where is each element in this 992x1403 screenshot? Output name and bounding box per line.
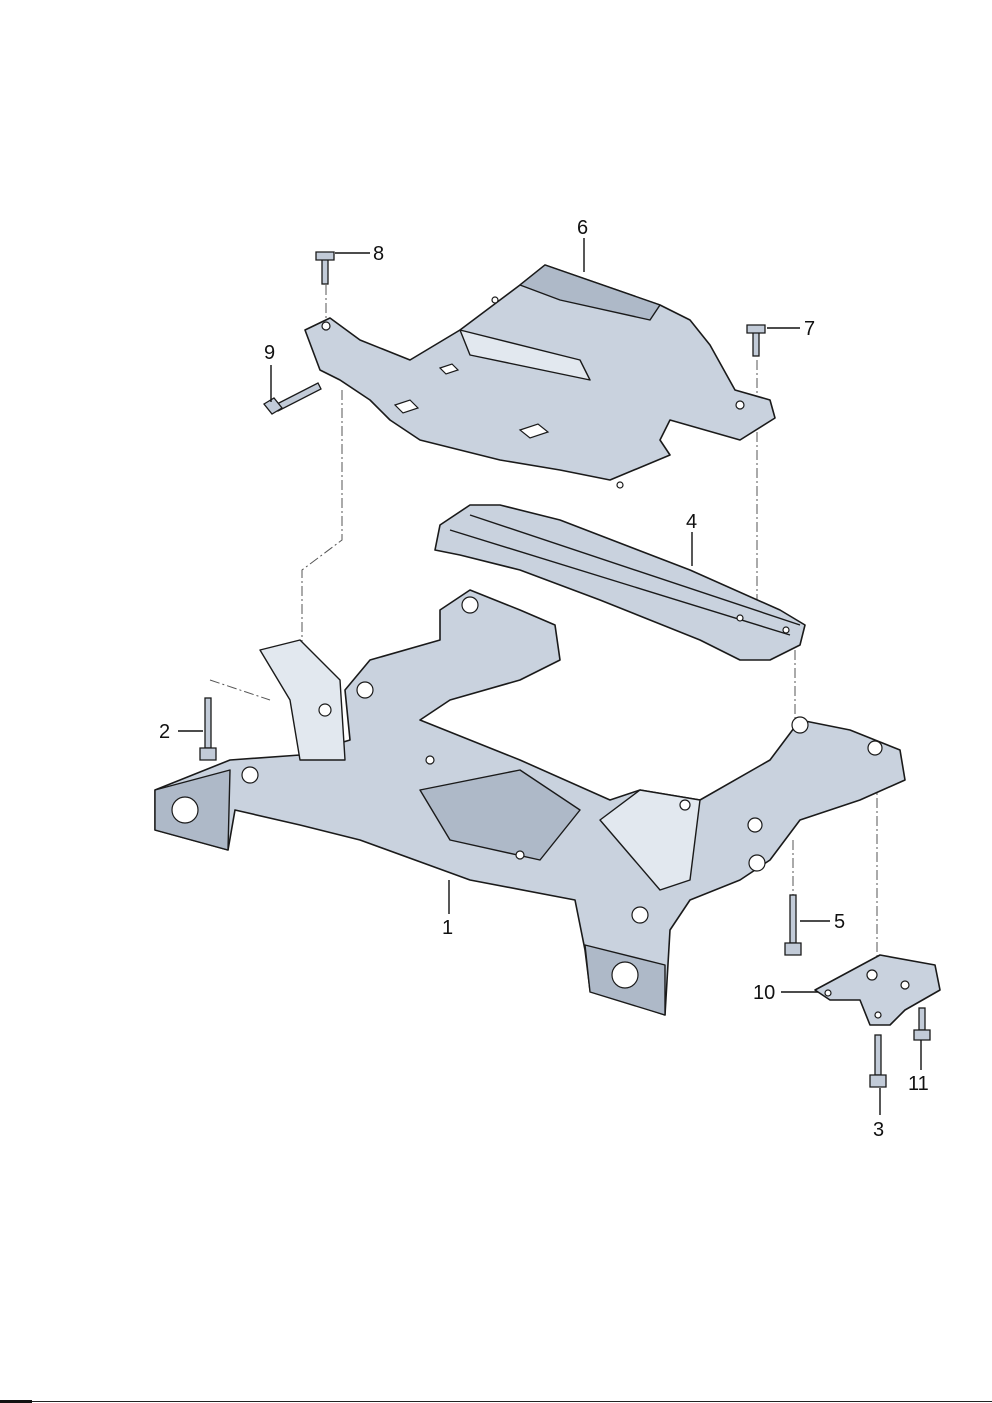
callout-4: 4 (686, 511, 697, 533)
part-6-underbody-shield[interactable] (304, 264, 776, 489)
bottom-rule (0, 1400, 992, 1403)
bolt-7[interactable] (746, 324, 766, 357)
bolt-3[interactable] (869, 1034, 887, 1088)
bolt-11[interactable] (913, 1007, 931, 1041)
part-10-bracket[interactable] (814, 954, 941, 1026)
callout-9: 9 (264, 342, 275, 364)
bolt-8[interactable] (315, 251, 335, 285)
leader-lines (178, 238, 922, 1115)
bolt-2[interactable] (199, 697, 217, 761)
callout-6: 6 (577, 217, 588, 239)
part-1-subframe[interactable] (154, 589, 906, 1016)
callout-1: 1 (442, 917, 453, 939)
part-4-cross-member[interactable] (434, 504, 806, 661)
bolt-9[interactable] (263, 382, 322, 415)
callout-5: 5 (834, 911, 845, 933)
callout-7: 7 (804, 318, 815, 340)
callout-2: 2 (159, 721, 170, 743)
callout-8: 8 (373, 243, 384, 265)
callout-3: 3 (873, 1119, 884, 1141)
bolt-5[interactable] (784, 894, 802, 956)
callout-10: 10 (753, 982, 775, 1004)
callout-11: 11 (908, 1073, 929, 1095)
